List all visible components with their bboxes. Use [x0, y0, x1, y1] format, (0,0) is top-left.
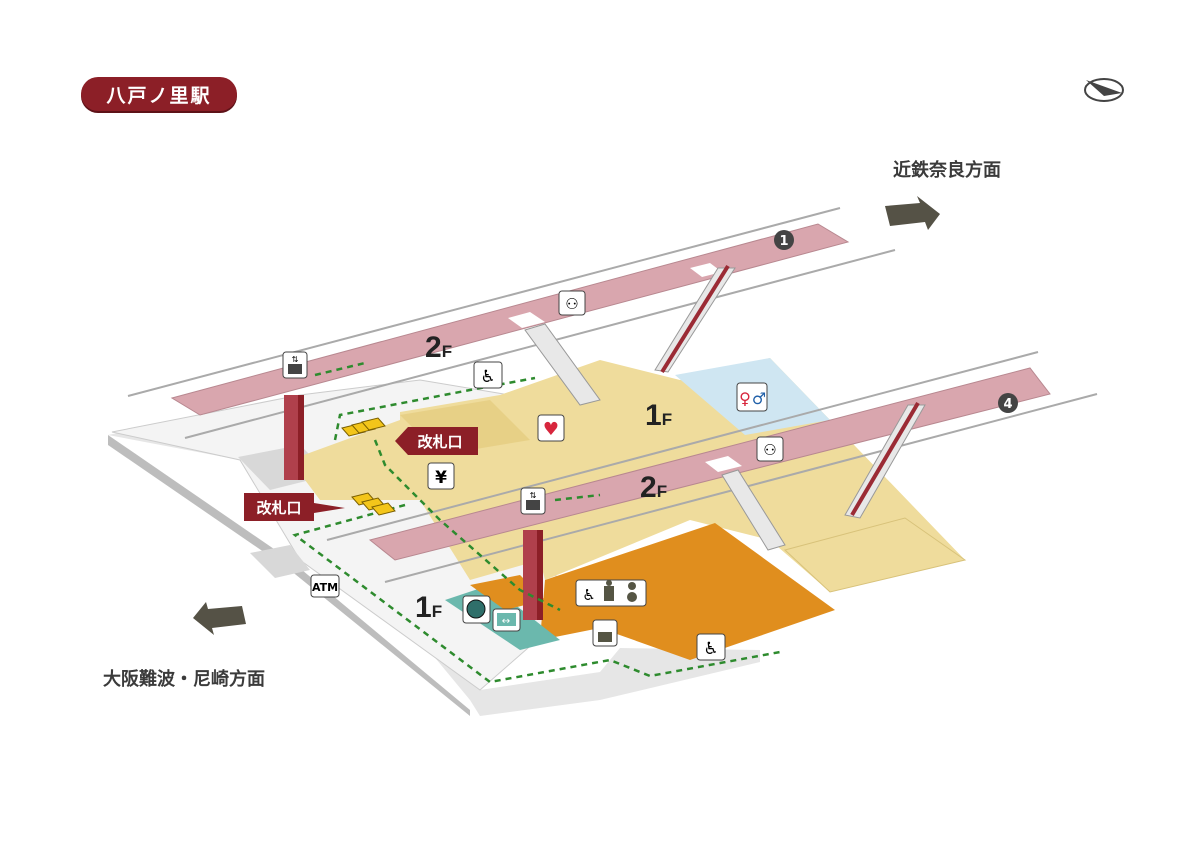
- atm-icon: ATM: [310, 574, 340, 598]
- elevator-icon: ⇅: [520, 487, 546, 515]
- floor-label-lower-2f: 2F: [640, 471, 667, 504]
- wheelchair-slope-icon: ♿: [696, 633, 726, 661]
- floor-label-lower-1f: 1F: [415, 591, 442, 624]
- floor-label-upper-1f: 1F: [645, 399, 672, 432]
- ticket-gate-icon: [341, 417, 396, 516]
- escalator-icon: [654, 264, 926, 519]
- svg-text:¥: ¥: [435, 468, 447, 488]
- svg-text:♿: ♿: [480, 367, 495, 387]
- svg-text:⚇: ⚇: [763, 441, 776, 459]
- lounge-icon: [462, 595, 491, 624]
- svg-text:1: 1: [779, 234, 788, 249]
- svg-text:♀: ♀: [739, 389, 751, 408]
- arrow-west-icon: [193, 602, 246, 635]
- ticket-gate-west-label: 改札口: [256, 499, 301, 517]
- aed-icon: ♥: [537, 414, 565, 442]
- svg-text:♂: ♂: [752, 389, 766, 408]
- station-name-badge: 八戸ノ里駅: [81, 77, 237, 111]
- elevator-shaft: [284, 395, 543, 620]
- coin-locker-icon: [592, 619, 618, 647]
- stairs: [524, 323, 786, 551]
- transfer-icon: ↔: [492, 608, 521, 632]
- elevator-icon: ⇅: [282, 351, 308, 379]
- ticket-gate-north-label: 改札口: [417, 433, 462, 451]
- ticket-gate-north: 改札口: [395, 427, 478, 455]
- platform-upper: [170, 223, 850, 416]
- svg-text:⚇: ⚇: [565, 295, 578, 313]
- svg-text:⇅: ⇅: [292, 355, 299, 364]
- svg-text:↔: ↔: [502, 616, 510, 627]
- direction-label-east: 近鉄奈良方面: [893, 160, 1001, 181]
- currency-exchange-icon: ¥: [427, 462, 455, 490]
- svg-text:♥: ♥: [543, 419, 559, 440]
- svg-text:4: 4: [1003, 397, 1012, 412]
- wheelchair-slope-icon: ♿: [473, 361, 503, 389]
- ticket-gate-west: 改札口: [244, 493, 345, 521]
- waiting-room-icon: ⚇: [558, 290, 586, 316]
- platform-number-1: 1: [774, 230, 794, 250]
- compass-icon: [1084, 78, 1124, 102]
- toilet-icon: ♀♂: [736, 382, 768, 412]
- svg-text:ATM: ATM: [312, 581, 338, 594]
- waiting-room-icon: ⚇: [756, 436, 784, 462]
- platform-number-4: 4: [998, 393, 1018, 413]
- svg-text:♿: ♿: [582, 586, 595, 604]
- floor-label-upper-2f: 2F: [425, 331, 452, 364]
- multipurpose-toilet-icon: ♿: [575, 579, 647, 607]
- direction-label-west: 大阪難波・尼崎方面: [103, 669, 265, 690]
- svg-text:♿: ♿: [703, 639, 718, 659]
- svg-text:⇅: ⇅: [530, 491, 537, 500]
- arrow-east-icon: [885, 196, 940, 230]
